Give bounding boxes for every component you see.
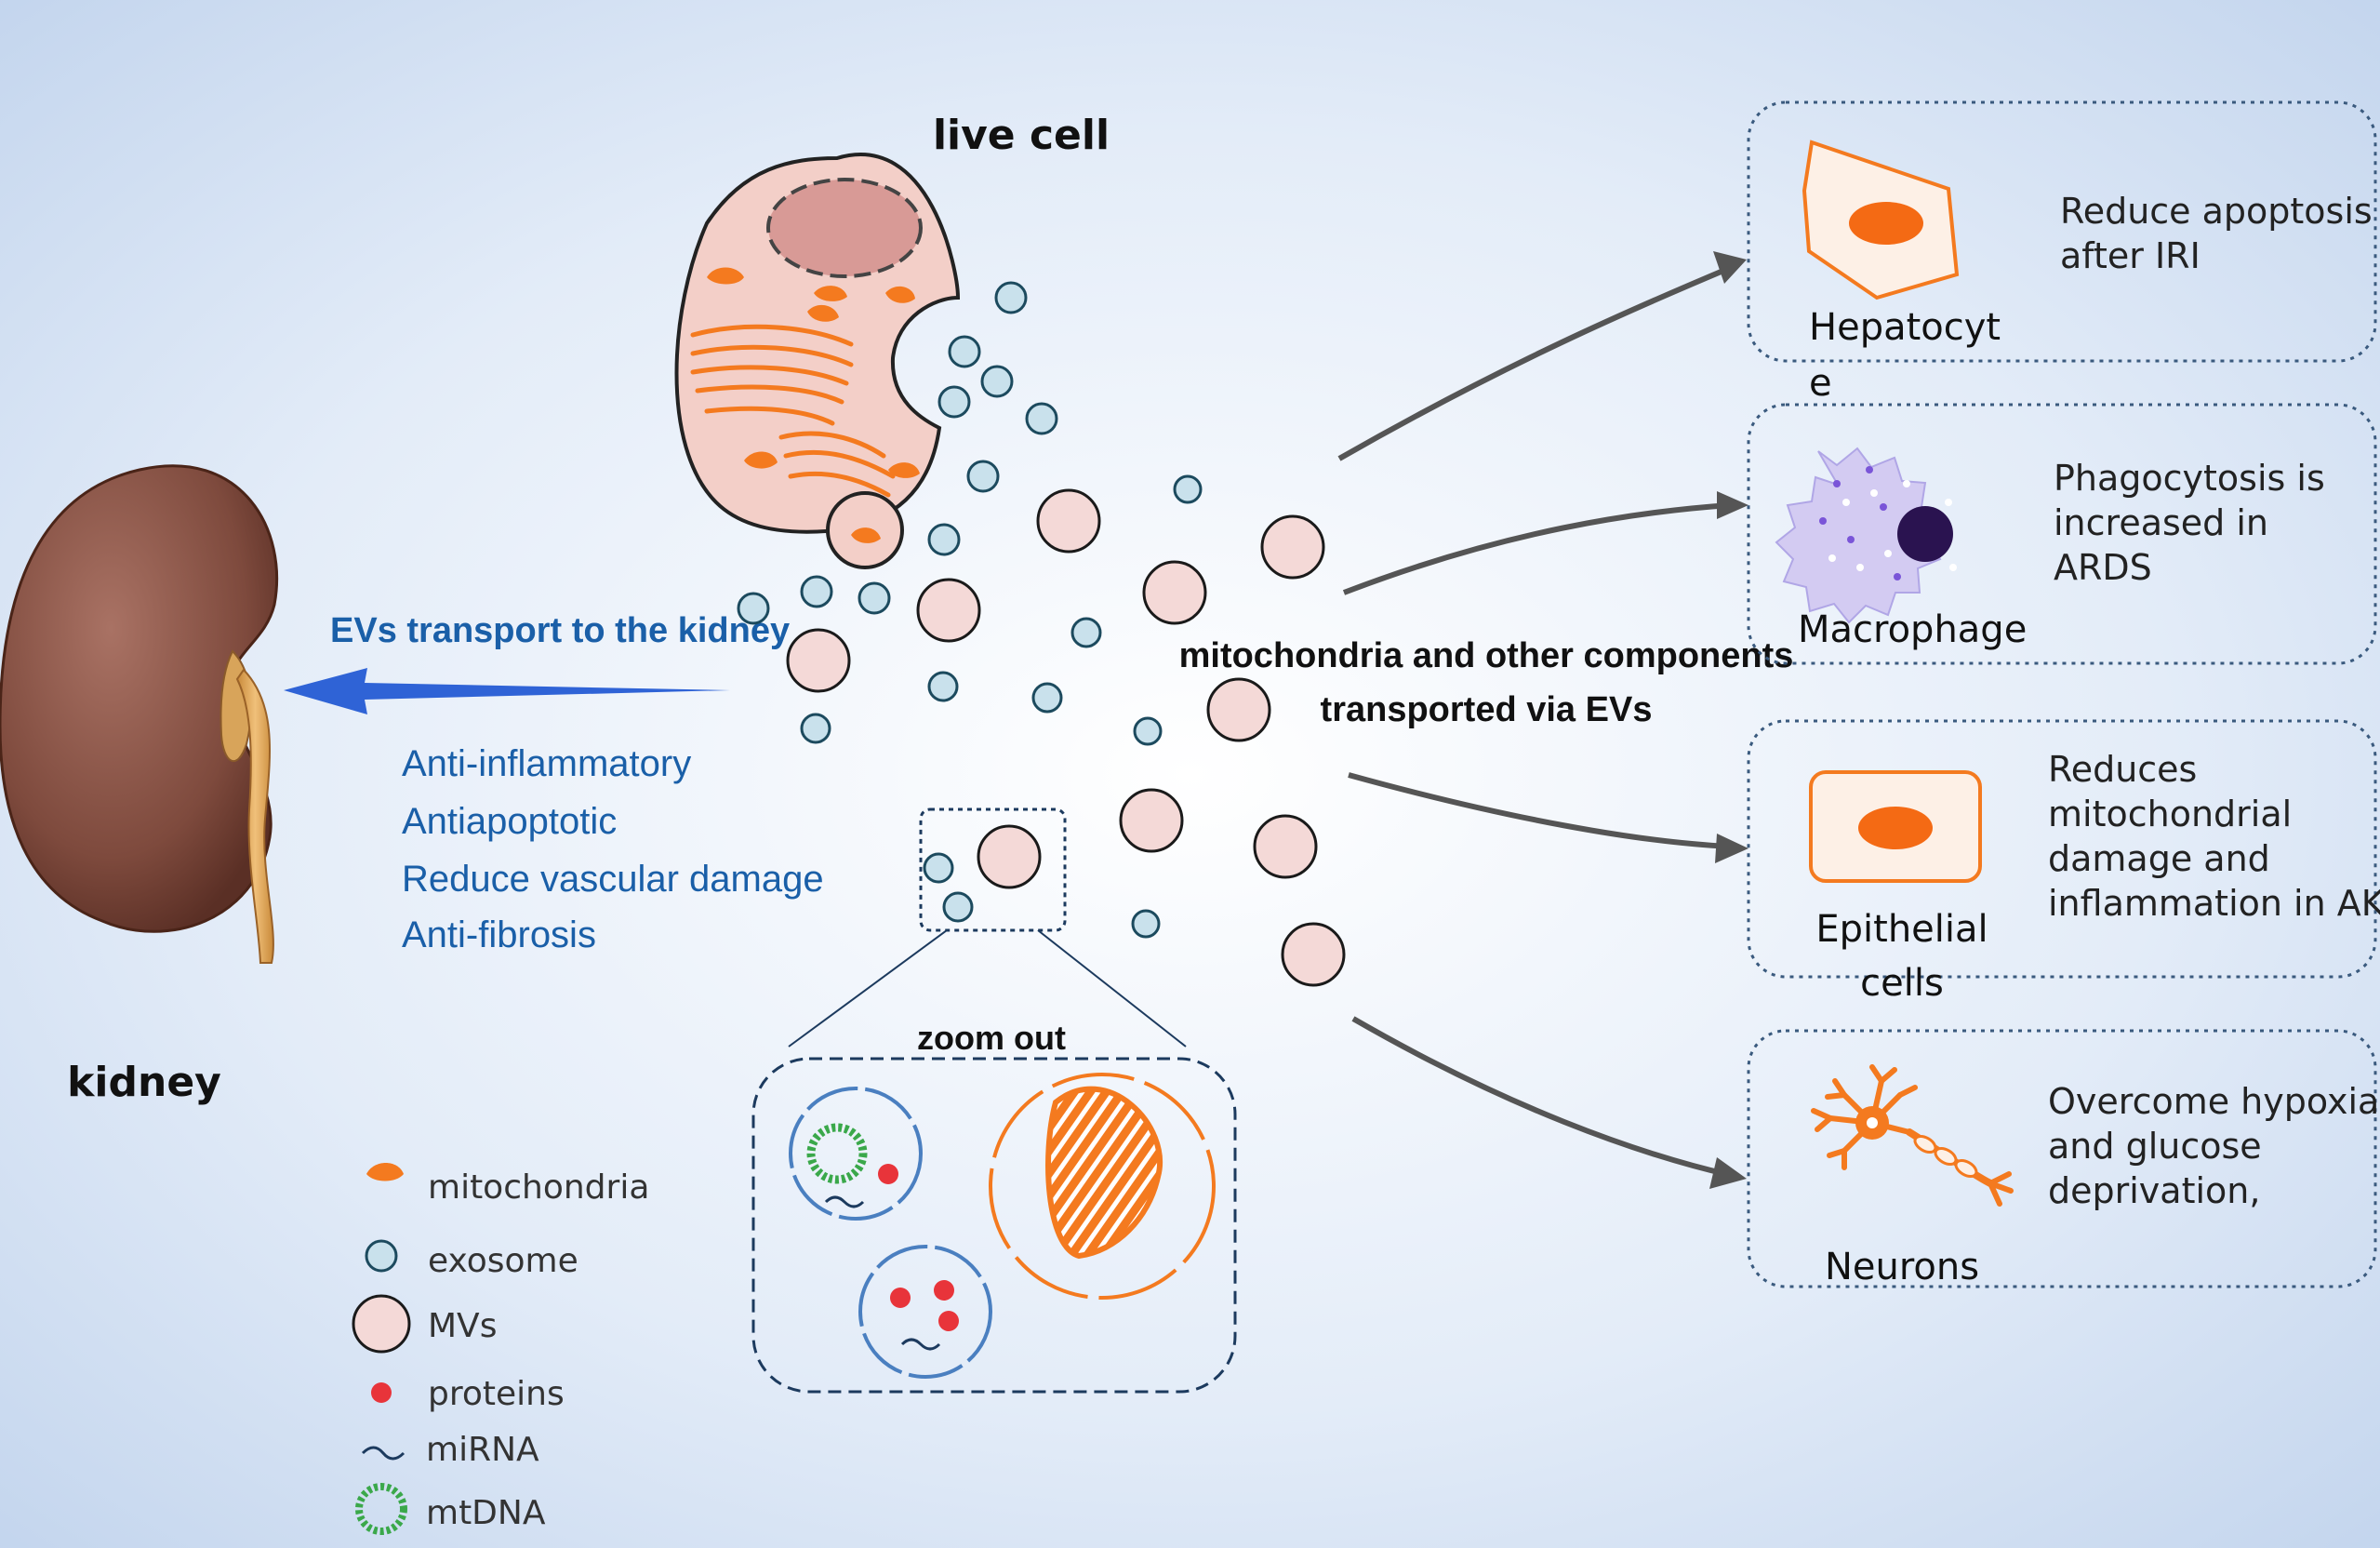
epithelial-effect-line2: mitochondrial [2048,794,2292,834]
neurons-name: Neurons [1825,1246,1979,1288]
epithelial-effect-line4: inflammation in AKI [2048,883,2380,924]
kidney-illustration [0,464,279,964]
neurons-effect-line1: Overcome hypoxia [2048,1081,2379,1122]
hepatocyte-effect-line2: after IRI [2060,235,2201,276]
legend-item-mtdna: mtDNA [355,1483,546,1535]
mitochondria-icon [366,1163,404,1181]
mv-icon [352,1294,411,1354]
live-cell-illustration [674,153,961,569]
hepatocyte-name-line2: e [1809,362,1832,405]
arrow-heads [1709,251,1748,1189]
legend-label-mvs: MVs [428,1307,497,1345]
epithelial-effect-line3: damage and [2048,838,2270,879]
legend-label-proteins: proteins [428,1375,565,1413]
legend-item-exosome: exosome [365,1239,578,1280]
hepatocyte-name-line1: Hepatocyt [1809,306,2001,349]
exosome-icon [365,1239,398,1273]
effect-reduce-vascular-damage: Reduce vascular damage [402,859,824,900]
protein-icon [371,1382,392,1403]
target-box-neurons: Neurons Overcome hypoxia and glucose dep… [1747,1029,2379,1288]
effect-antiapoptotic: Antiapoptotic [402,801,617,842]
epithelial-name-line2: cells [1860,962,1944,1005]
epithelial-name-line1: Epithelial [1815,908,1988,951]
effect-anti-inflammatory: Anti-inflammatory [402,743,691,784]
mv-cluster [786,488,1346,987]
mtdna-icon [355,1483,407,1535]
hepatocyte-effect-line1: Reduce apoptosis [2060,191,2373,232]
target-arrows [1337,265,1732,1178]
arrow-to-epithelial [1348,772,1731,849]
ev-transport-arrow [284,668,730,714]
zoom-label: zoom out [917,1019,1066,1057]
arrow-to-macrophage [1342,502,1731,595]
center-label-line1: mitochondria and other components [1179,636,1794,675]
legend-item-proteins: proteins [371,1375,565,1413]
legend-item-mitochondria: mitochondria [366,1163,649,1207]
neurons-effect-line2: and glucose [2048,1126,2262,1167]
macrophage-effect-line1: Phagocytosis is [2054,458,2325,499]
target-box-hepatocyte: Hepatocyt e Reduce apoptosis after IRI [1747,100,2377,405]
target-box-macrophage: Macrophage Phagocytosis is increased in … [1747,403,2377,665]
macrophage-icon [1775,447,1957,624]
legend-label-exosome: exosome [428,1242,578,1280]
legend-label-mitochondria: mitochondria [428,1168,649,1207]
effect-anti-fibrosis: Anti-fibrosis [402,914,596,955]
zoom-detail-box [751,1057,1237,1394]
mirna-icon [361,1446,406,1461]
center-label-line2: transported via EVs [1321,690,1653,729]
neuron-icon [1811,1064,2014,1207]
macrophage-effect-line3: ARDS [2054,547,2152,588]
legend-label-mirna: miRNA [426,1431,539,1469]
zoom-source-box [788,807,1187,1048]
live-cell-title: live cell [933,112,1110,159]
legend-label-mtdna: mtDNA [426,1494,546,1532]
legend-item-mirna: miRNA [361,1431,539,1469]
exosome-cluster [737,281,1203,939]
arrow-to-hepatocyte [1337,265,1732,461]
ev-transport-label: EVs transport to the kidney [330,611,790,650]
kidney-title: kidney [67,1059,221,1106]
arrow-to-neurons [1351,1016,1731,1178]
legend: mitochondria exosome MVs proteins miRNA … [352,1163,649,1535]
macrophage-name: Macrophage [1798,608,2027,651]
neurons-effect-line3: deprivation, [2048,1170,2260,1211]
macrophage-effect-line2: increased in [2054,502,2268,543]
legend-item-mvs: MVs [352,1294,497,1354]
epithelial-effect-line1: Reduces [2048,749,2197,790]
target-box-epithelial: Epithelial cells Reduces mitochondrial d… [1747,719,2380,1005]
